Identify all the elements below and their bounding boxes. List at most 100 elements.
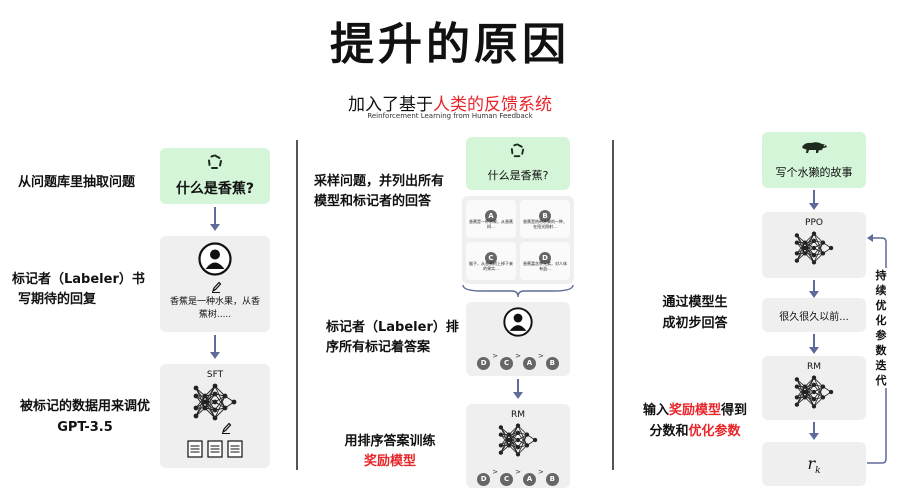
reward-symbol-r: r xyxy=(807,454,816,473)
otter-icon xyxy=(802,142,827,153)
rank-chip: C xyxy=(500,473,514,486)
step1-label-sample: 从问题库里抽取问题 xyxy=(18,175,136,190)
step1-sft-card: SFT xyxy=(160,364,270,468)
step1-answer-text: 香蕉是一种水果，从香蕉树..... xyxy=(170,297,261,320)
step2-prompt-box: 什么是香蕉? xyxy=(466,137,570,190)
openai-logo-icon xyxy=(510,143,525,158)
step1-model-label: SFT xyxy=(206,370,224,380)
step3-output-card: 很久很久以前... xyxy=(762,298,866,332)
subtitle-english: Reinforcement Learning from Human Feedba… xyxy=(367,112,533,120)
loop-char: 化 xyxy=(875,314,887,327)
rank-chip: D xyxy=(477,473,491,486)
step1-prompt-text: 什么是香蕉? xyxy=(175,181,255,197)
arrow-line xyxy=(813,334,815,348)
arrow-line xyxy=(813,190,815,204)
subtitle-highlight: 人类的反馈系统 xyxy=(433,95,552,115)
neural-network-icon xyxy=(498,423,538,457)
step2-option-b: B 香蕉是热带水果的一种，在阳光照射... xyxy=(520,200,570,238)
arrow-line xyxy=(517,379,519,393)
loop-char: 数 xyxy=(875,344,887,357)
step3-policy-label: PPO xyxy=(805,218,823,228)
rank-chip: B xyxy=(545,473,559,486)
loop-label: 持 续 优 化 参 数 迭 代 xyxy=(868,268,894,388)
rank-chip: A xyxy=(522,473,536,486)
page-subtitle: 加入了基于人类的反馈系统 xyxy=(0,90,900,115)
step2-label-train: 用排序答案训练 奖励模型 xyxy=(320,432,460,472)
step2-option-d: D 香蕉富含钾元素，对人体有益... xyxy=(520,242,570,280)
step1-label-finetune: 被标记的数据用来调优 GPT-3.5 xyxy=(10,396,160,438)
step3-output-text: 很久很久以前... xyxy=(779,312,849,323)
person-icon xyxy=(198,242,232,276)
step3-reward-model-label: RM xyxy=(806,362,822,372)
option-text: 香蕉是一种水果，从香蕉树... xyxy=(469,219,513,229)
step1-label-finetune-line1: 被标记的数据用来调优 xyxy=(19,399,150,414)
step2-label-labeler-line2: 序所有标记着答案 xyxy=(326,340,431,355)
step3-label-reward-line1: 输入奖励模型得到 xyxy=(630,400,760,421)
step2-prompt-text: 什么是香蕉? xyxy=(487,169,549,182)
step1-label-finetune-line2: GPT-3.5 xyxy=(57,420,113,435)
step2-label-train-line1: 用排序答案训练 xyxy=(344,434,436,449)
step2-option-c: C 猴子，从香蕉树上掉下来的果实... xyxy=(466,242,516,280)
step3-prompt-text: 写个水獭的故事 xyxy=(775,166,853,179)
step2-model-label: RM xyxy=(510,410,526,420)
step1-prompt-box: 什么是香蕉? xyxy=(160,148,270,204)
step2-label-sample-line2: 模型和标记者的回答 xyxy=(314,194,432,209)
step1-label-labeler: 标记者（Labeler）书 写期待的回复 xyxy=(12,270,145,310)
reward-symbol: rk xyxy=(762,454,866,476)
loop-char: 参 xyxy=(875,329,887,342)
step2-label-sample: 采样问题，并列出所有 模型和标记者的回答 xyxy=(314,172,444,212)
arrow-head xyxy=(809,291,819,298)
option-letter: C xyxy=(485,252,497,264)
step2-rm-card: RM D>C>A>B xyxy=(466,404,570,488)
arrow-head xyxy=(210,224,220,231)
option-letter: D xyxy=(539,252,551,264)
reward-symbol-sub: k xyxy=(815,466,821,477)
rank-chip: B xyxy=(545,357,559,370)
ranking-row-1: D>C>A>B xyxy=(466,350,570,370)
neural-network-icon xyxy=(794,231,834,265)
step3-label-generate: 通过模型生 成初步回答 xyxy=(640,292,750,334)
loop-char: 迭 xyxy=(875,359,887,372)
subtitle-prefix: 加入了基于 xyxy=(348,95,433,115)
page-title: 提升的原因 xyxy=(330,19,570,70)
arrow-head xyxy=(809,203,819,210)
step2-label-labeler: 标记者（Labeler）排 序所有标记着答案 xyxy=(326,318,459,358)
loop-char: 代 xyxy=(875,374,887,387)
loop-char: 优 xyxy=(875,299,887,312)
column-divider-2 xyxy=(612,140,614,470)
neural-network-icon xyxy=(193,383,237,421)
reward-label-prefix2: 分数和 xyxy=(649,424,689,439)
step3-reward-card: rk xyxy=(762,442,866,486)
step3-label-reward: 输入奖励模型得到 分数和优化参数 xyxy=(630,400,760,442)
step3-label-reward-line2: 分数和优化参数 xyxy=(630,421,760,442)
step1-label-labeler-line1: 标记者（Labeler）书 xyxy=(12,272,145,287)
step2-label-labeler-line1: 标记者（Labeler）排 xyxy=(326,320,459,335)
document-icon xyxy=(187,440,243,458)
arrow-head xyxy=(513,392,523,399)
arrow-line xyxy=(214,335,216,353)
arrow-line xyxy=(813,422,815,434)
option-letter: A xyxy=(485,210,497,222)
step2-option-a: A 香蕉是一种水果，从香蕉树... xyxy=(466,200,516,238)
option-text: 香蕉富含钾元素，对人体有益... xyxy=(523,261,567,271)
step1-labeler-card: 香蕉是一种水果，从香蕉树..... xyxy=(160,236,270,332)
step2-ranking-card: D>C>A>B xyxy=(466,302,570,376)
rank-chip: D xyxy=(477,357,491,370)
arrow-head xyxy=(809,433,819,440)
arrow-line xyxy=(214,207,216,225)
step3-label-generate-line2: 成初步回答 xyxy=(662,316,728,331)
arrow-head xyxy=(210,352,220,359)
reward-label-prefix: 输入 xyxy=(642,403,669,418)
step3-label-generate-line1: 通过模型生 xyxy=(662,295,728,310)
step3-prompt-box: 写个水獭的故事 xyxy=(762,132,866,188)
rank-chip: C xyxy=(500,357,514,370)
step2-label-sample-line1: 采样问题，并列出所有 xyxy=(314,174,445,189)
step1-label-labeler-line2: 写期待的回复 xyxy=(18,292,97,307)
column-divider-1 xyxy=(296,140,298,470)
reward-label-highlight: 奖励模型 xyxy=(668,403,721,418)
pencil-icon xyxy=(221,422,232,434)
loop-char: 持 xyxy=(875,269,887,282)
arrow-head xyxy=(809,347,819,354)
option-letter: B xyxy=(539,210,551,222)
step2-label-train-line2: 奖励模型 xyxy=(363,454,416,469)
